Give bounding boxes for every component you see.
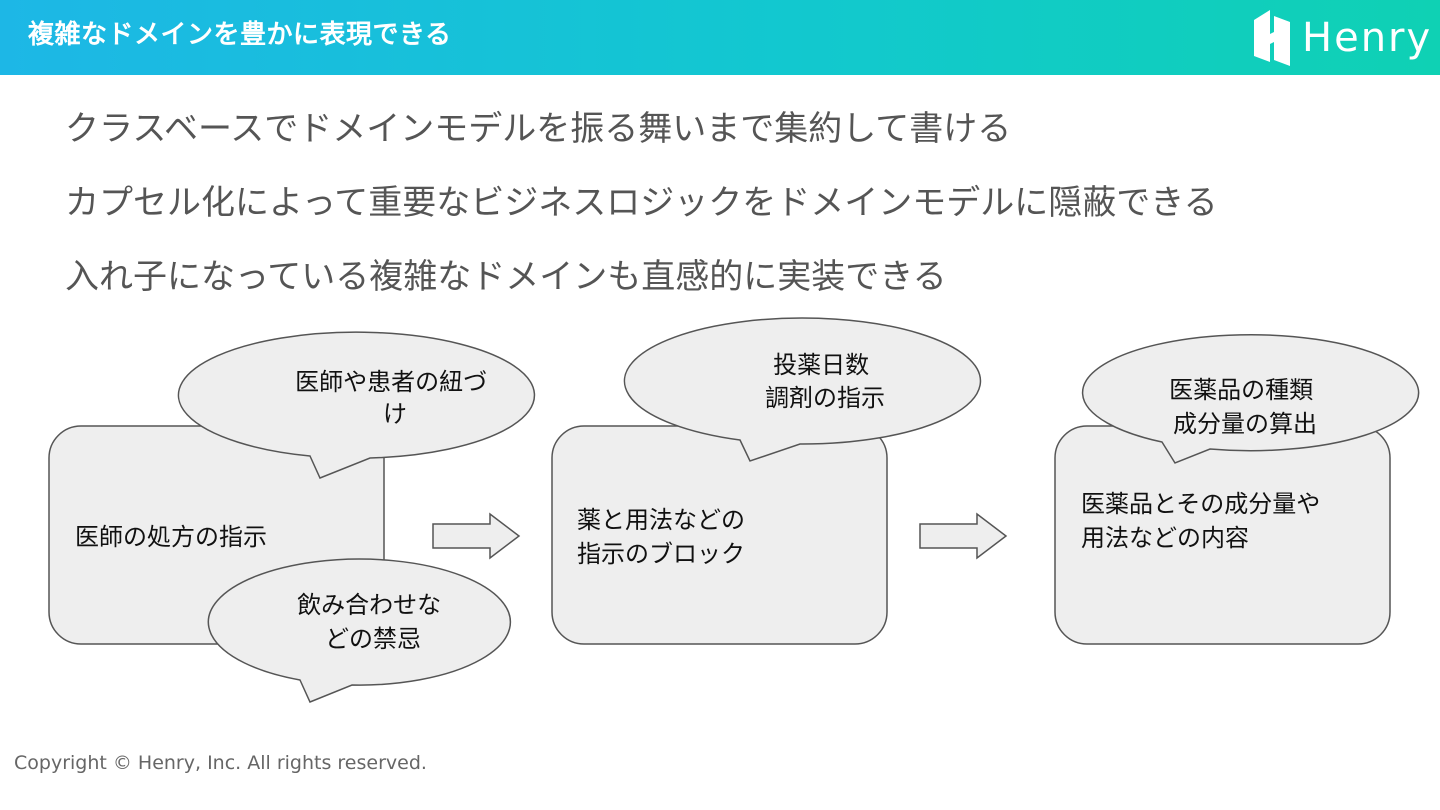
bullet-item: クラスベースでドメインモデルを振る舞いまで集約して書ける (65, 109, 1012, 149)
box-prescription-label: 医師の処方の指示 (75, 523, 267, 551)
henry-logo-mark (1254, 10, 1290, 66)
slide-title: 複雑なドメインを豊かに表現できる (28, 20, 452, 50)
header-bar: 複雑なドメインを豊かに表現できる Henry (0, 0, 1440, 75)
box-instruction-block (551, 425, 888, 645)
bubble-dispensing-text: 投薬日数 調剤の指示 (765, 351, 885, 412)
copyright-footer: Copyright © Henry, Inc. All rights reser… (14, 752, 427, 774)
speech-bubble-dispensing (623, 317, 982, 462)
bullet-item: カプセル化によって重要なビジネスロジックをドメインモデルに隠蔽できる (65, 183, 1218, 223)
speech-bubble-ingredients (1081, 333, 1420, 464)
bubble-ingredients-text: 医薬品の種類 成分量の算出 (1169, 376, 1321, 438)
bullet-list: クラスベースでドメインモデルを振る舞いまで集約して書ける カプセル化によって重要… (65, 103, 1218, 325)
bullet-item: 入れ子になっている複雑なドメインも直感的に実装できる (65, 257, 947, 297)
henry-logo: Henry (1250, 6, 1430, 70)
box-medicine-content-label: 医薬品とその成分量や 用法などの内容 (1081, 490, 1328, 552)
bubble-contraindication-text: 飲み合わせな どの禁忌 (297, 591, 449, 653)
bubble-doctor-patient-text: 医師や患者の紐づ け (295, 368, 495, 428)
box-instruction-block-label: 薬と用法などの 指示のブロック (577, 506, 753, 568)
arrow-right-icon (919, 512, 1008, 560)
arrow-right-icon (432, 512, 521, 560)
speech-bubble-doctor-patient (177, 331, 536, 479)
speech-bubble-contraindication (207, 558, 512, 703)
logo-text: Henry (1302, 15, 1433, 61)
